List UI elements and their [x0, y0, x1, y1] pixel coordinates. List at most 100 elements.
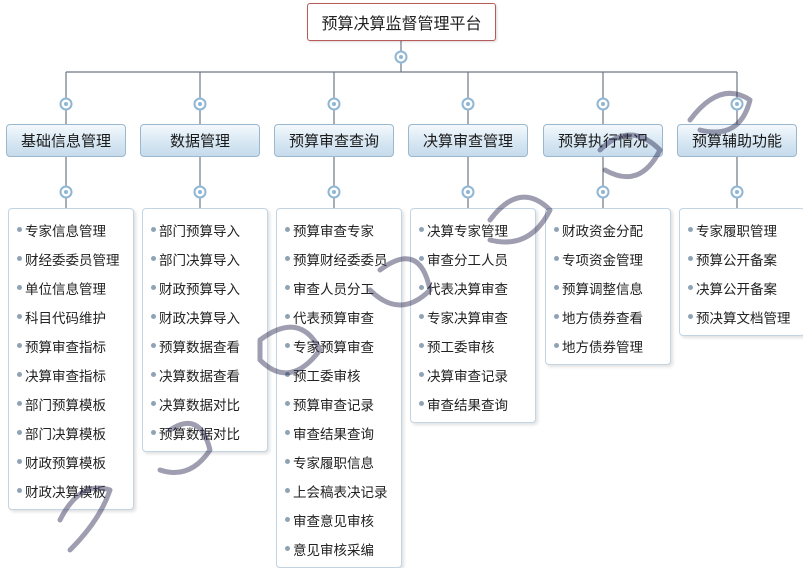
connector-dot-center	[64, 102, 68, 106]
connector-dot-center	[466, 102, 470, 106]
module-title: 预算执行情况	[557, 132, 648, 150]
bullet-icon	[285, 546, 290, 551]
list-item-label: 预工委审核	[427, 339, 495, 356]
list-item: 单位信息管理	[9, 273, 133, 302]
list-item: 审查意见审核	[277, 505, 401, 534]
connector-dot-center	[466, 190, 470, 194]
bullet-icon	[17, 256, 22, 261]
bullet-icon	[554, 343, 559, 348]
list-item-label: 预算数据查看	[159, 339, 240, 356]
connector-dot-center	[332, 190, 336, 194]
list-item: 审查结果查询	[411, 389, 535, 418]
bullet-icon	[688, 314, 693, 319]
connector-dot-center	[198, 102, 202, 106]
list-item: 地方债券查看	[546, 302, 670, 331]
list-item: 专家信息管理	[9, 215, 133, 244]
bullet-icon	[285, 314, 290, 319]
list-item: 财政预算模板	[9, 447, 133, 476]
list-item-label: 部门预算导入	[159, 223, 240, 240]
list-item: 财政决算模板	[9, 476, 133, 505]
list-item-label: 专项资金管理	[562, 252, 643, 269]
list-item-label: 财经委委员管理	[25, 252, 120, 269]
list-item: 决算审查记录	[411, 360, 535, 389]
list-item-label: 专家预算审查	[293, 339, 374, 356]
list-item: 部门预算模板	[9, 389, 133, 418]
connector-dot-center	[64, 190, 68, 194]
list-item-label: 预决算文档管理	[696, 310, 791, 327]
list-item: 决算数据对比	[143, 389, 267, 418]
list-item: 专项资金管理	[546, 244, 670, 273]
list-item-label: 部门预算模板	[25, 397, 106, 414]
list-item-label: 意见审核采编	[293, 542, 374, 559]
list-item: 决算数据查看	[143, 360, 267, 389]
bullet-icon	[554, 314, 559, 319]
list-item-label: 审查结果查询	[427, 397, 508, 414]
bullet-icon	[554, 256, 559, 261]
bullet-icon	[419, 372, 424, 377]
list-item: 财政决算导入	[143, 302, 267, 331]
list-item: 地方债券管理	[546, 331, 670, 360]
list-item: 专家决算审查	[411, 302, 535, 331]
bullet-icon	[151, 227, 156, 232]
list-item-label: 决算数据对比	[159, 397, 240, 414]
list-item-label: 预工委审核	[293, 368, 361, 385]
bullet-icon	[285, 488, 290, 493]
list-item: 科目代码维护	[9, 302, 133, 331]
bullet-icon	[419, 314, 424, 319]
list-item: 财政预算导入	[143, 273, 267, 302]
list-item-label: 部门决算模板	[25, 426, 106, 443]
connector-dot-center	[735, 102, 739, 106]
list-item: 预算审查专家	[277, 215, 401, 244]
list-item-label: 审查分工人员	[427, 252, 508, 269]
connector-dot-center	[735, 190, 739, 194]
list-item: 专家履职管理	[680, 215, 803, 244]
list-item: 部门决算导入	[143, 244, 267, 273]
bullet-icon	[688, 227, 693, 232]
bullet-icon	[17, 314, 22, 319]
list-item-label: 专家信息管理	[25, 223, 106, 240]
bullet-icon	[285, 517, 290, 522]
connector-dot-center	[601, 190, 605, 194]
list-item: 决算审查指标	[9, 360, 133, 389]
module-item-list: 专家履职管理预算公开备案决算公开备案预决算文档管理	[679, 208, 803, 336]
list-item-label: 专家履职管理	[696, 223, 777, 240]
bullet-icon	[17, 227, 22, 232]
list-item-label: 决算审查指标	[25, 368, 106, 385]
list-item: 决算公开备案	[680, 273, 803, 302]
list-item: 审查分工人员	[411, 244, 535, 273]
list-item-label: 地方债券管理	[562, 339, 643, 356]
list-item-label: 决算专家管理	[427, 223, 508, 240]
list-item: 预工委审核	[277, 360, 401, 389]
module-header: 数据管理	[140, 124, 260, 157]
list-item-label: 决算审查记录	[427, 368, 508, 385]
module-title: 基础信息管理	[20, 132, 111, 150]
root-title: 预算决算监督管理平台	[321, 14, 482, 33]
module-title: 数据管理	[169, 132, 230, 150]
module-item-list: 部门预算导入部门决算导入财政预算导入财政决算导入预算数据查看决算数据查看决算数据…	[142, 208, 268, 452]
list-item: 财经委委员管理	[9, 244, 133, 273]
list-item: 预算调整信息	[546, 273, 670, 302]
list-item-label: 财政预算模板	[25, 455, 106, 472]
bullet-icon	[285, 430, 290, 435]
list-item-label: 财政预算导入	[159, 281, 240, 298]
bullet-icon	[285, 372, 290, 377]
list-item: 部门决算模板	[9, 418, 133, 447]
bullet-icon	[17, 401, 22, 406]
list-item: 代表决算审查	[411, 273, 535, 302]
list-item: 意见审核采编	[277, 534, 401, 563]
bullet-icon	[285, 343, 290, 348]
bullet-icon	[285, 459, 290, 464]
module-header: 预算执行情况	[543, 124, 663, 157]
list-item-label: 审查意见审核	[293, 513, 374, 530]
connector-dot-center	[198, 190, 202, 194]
list-item-label: 上会稿表决记录	[293, 484, 388, 501]
list-item-label: 决算数据查看	[159, 368, 240, 385]
list-item: 预算审查记录	[277, 389, 401, 418]
list-item: 预算财经委委员	[277, 244, 401, 273]
list-item: 决算专家管理	[411, 215, 535, 244]
list-item: 专家履职信息	[277, 447, 401, 476]
bullet-icon	[17, 285, 22, 290]
list-item-label: 审查结果查询	[293, 426, 374, 443]
bullet-icon	[17, 488, 22, 493]
bullet-icon	[688, 285, 693, 290]
